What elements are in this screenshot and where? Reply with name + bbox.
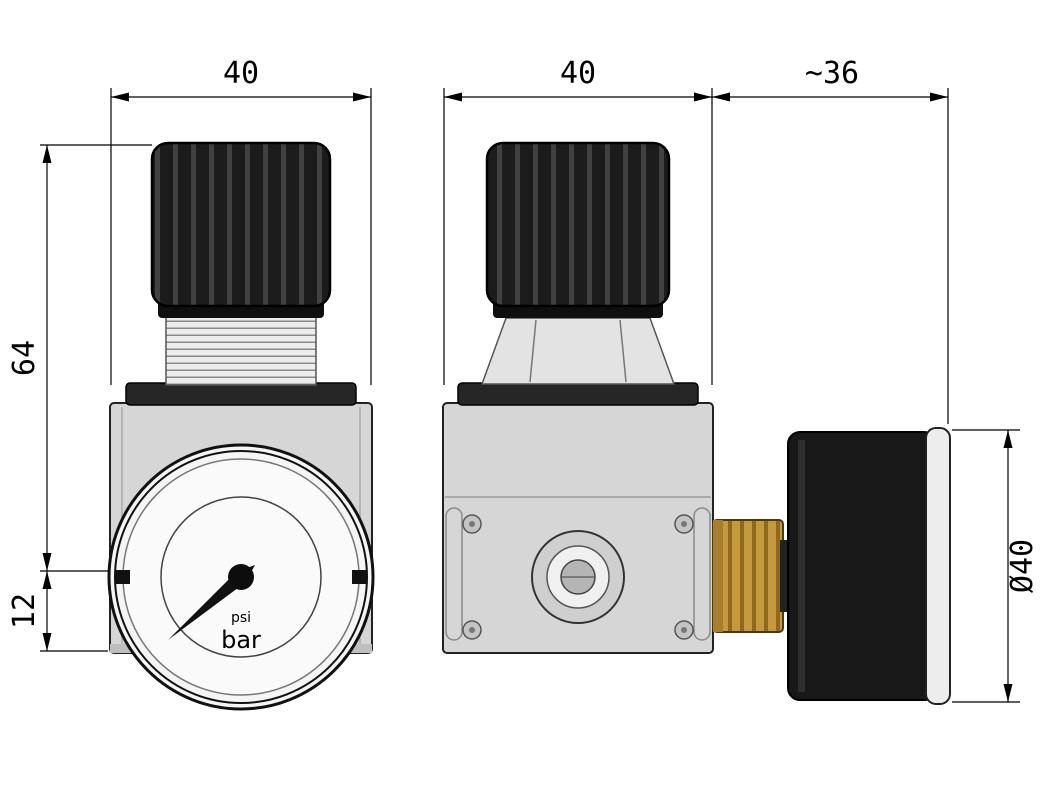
gauge-unit-psi: psi [231,610,251,626]
dimension-annotations [40,88,1020,703]
screw-center [469,521,475,527]
side-view [442,141,951,705]
gauge-bezel-line [114,450,368,704]
side-bracket-left [445,507,463,641]
gauge-case-highlight [798,440,805,692]
arrow-icon [1003,684,1013,702]
arrow-icon [712,92,730,102]
dim-gauge-diameter-label: Ø40 [1005,539,1040,593]
dimension-arrowheads [42,92,1013,702]
side-bonnet-hex [480,317,676,385]
arrow-icon [42,571,52,589]
hex-facet-right [619,319,627,383]
gauge-side-tab-right [352,570,366,584]
gauge-dial-circle [160,496,322,658]
front-bonnet-ribs [165,315,317,386]
side-bracket-right [693,507,711,641]
front-gauge: psi bar [107,443,375,711]
brass-fitting-shoulder [713,520,723,632]
arrow-icon [694,92,712,102]
dim-front-width-label: 40 [223,56,259,91]
side-port [531,530,625,624]
hex-facet-left [529,319,537,383]
side-knob [485,141,671,308]
arrow-icon [111,92,129,102]
gauge-case [787,431,937,701]
dim-gauge-depth-label: ~36 [805,56,859,91]
side-gauge-profile [780,427,951,705]
arrow-icon [353,92,371,102]
arrow-icon [42,633,52,651]
gauge-needle-hub [228,564,254,590]
dimension-labels: 40 40 ~36 64 12 Ø40 [7,56,1040,629]
arrow-icon [1003,430,1013,448]
dim-side-width-label: 40 [560,56,596,91]
front-view: psi bar [107,141,375,711]
brass-fitting [712,519,784,633]
side-screws [462,514,694,640]
arrow-icon [930,92,948,102]
screw-center [681,521,687,527]
side-flange [457,382,699,406]
arrow-icon [444,92,462,102]
front-flange [125,382,357,406]
gauge-side-tab-left [116,570,130,584]
dim-port-offset-label: 12 [7,593,42,629]
screw-center [681,627,687,633]
gauge-unit-bar: bar [221,626,261,654]
screw-center [469,627,475,633]
dim-upper-height-label: 64 [7,340,42,376]
arrow-icon [42,553,52,571]
arrow-icon [42,145,52,163]
front-knob [150,141,332,308]
gauge-bezel-profile [925,427,951,705]
